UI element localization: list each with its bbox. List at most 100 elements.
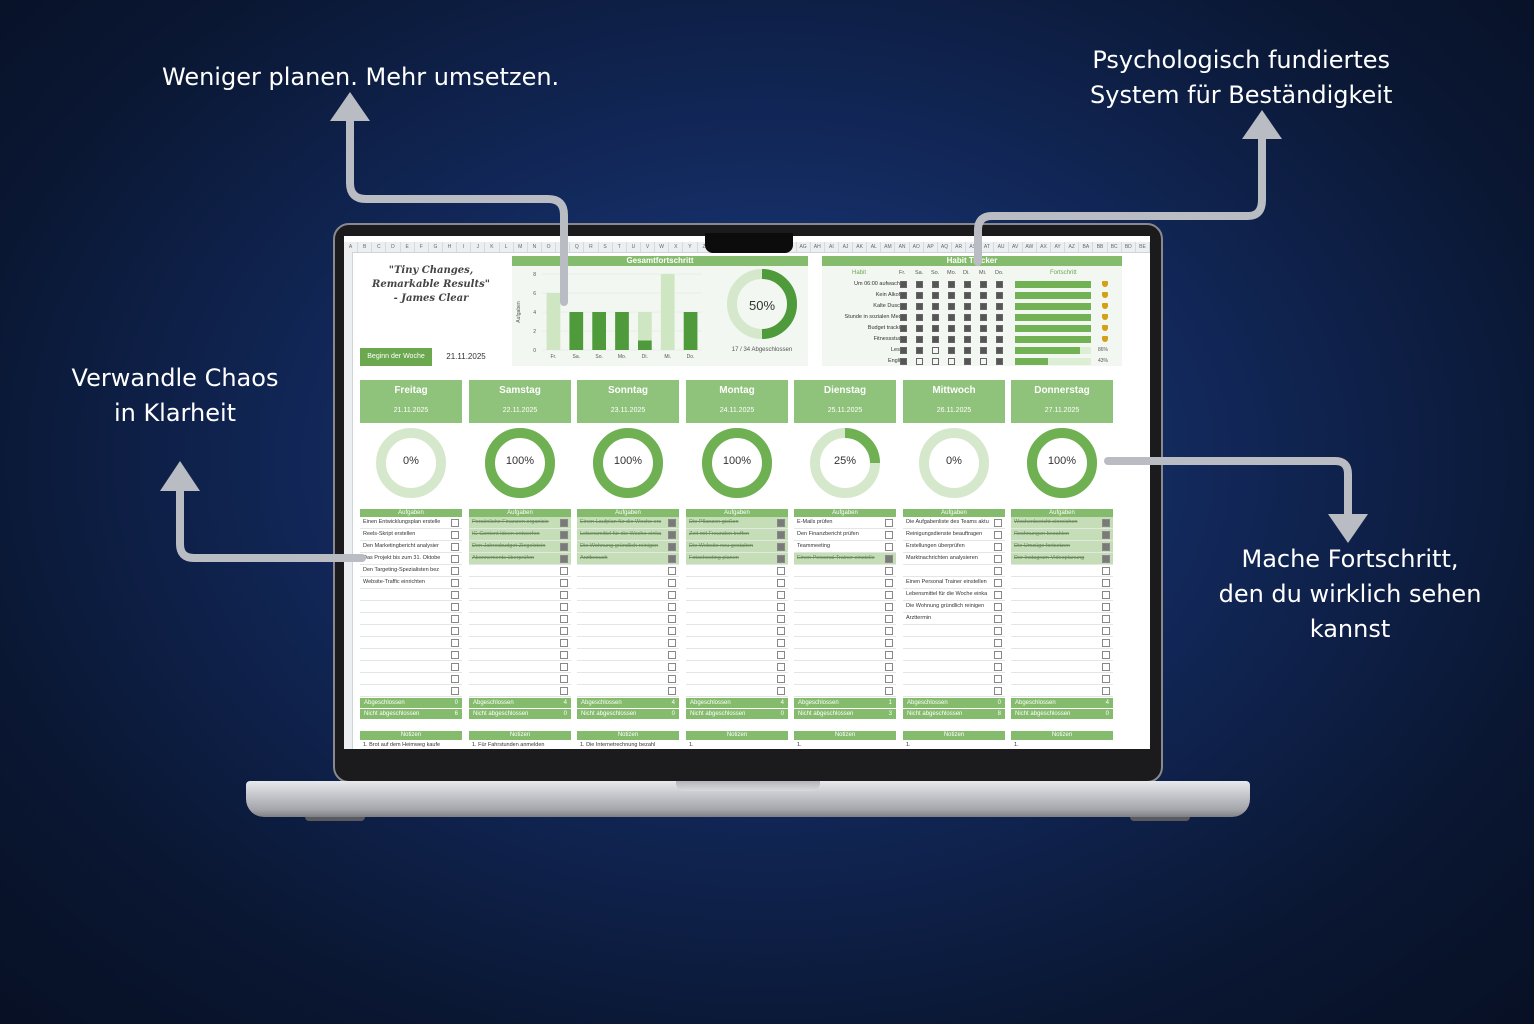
task-row[interactable]: Reinigungsdienste beauftragen <box>903 529 1005 541</box>
column-header[interactable]: O <box>542 242 557 252</box>
note-row[interactable]: 1. Für Fahrstunden anmelden <box>469 740 571 749</box>
column-header[interactable]: C <box>372 242 387 252</box>
task-checkbox[interactable] <box>777 555 785 563</box>
task-checkbox[interactable] <box>668 591 676 599</box>
task-row[interactable]: Zeit mit Freunden treffen <box>686 529 788 541</box>
task-checkbox[interactable] <box>994 639 1002 647</box>
habit-checkbox[interactable] <box>948 325 955 332</box>
task-row[interactable]: Die Wohnung gründlich reinigen <box>577 541 679 553</box>
column-header[interactable]: V <box>641 242 656 252</box>
task-row[interactable] <box>360 589 462 601</box>
task-row[interactable] <box>577 661 679 673</box>
task-row[interactable] <box>794 577 896 589</box>
task-checkbox[interactable] <box>668 531 676 539</box>
task-row[interactable]: Teammeeting <box>794 541 896 553</box>
task-checkbox[interactable] <box>451 639 459 647</box>
column-header[interactable]: A <box>344 242 359 252</box>
habit-checkbox[interactable] <box>964 336 971 343</box>
task-row[interactable] <box>1011 649 1113 661</box>
task-checkbox[interactable] <box>885 603 893 611</box>
task-row[interactable]: Die Website neu gestalten <box>686 541 788 553</box>
habit-checkbox[interactable] <box>996 303 1003 310</box>
task-row[interactable] <box>686 673 788 685</box>
task-row[interactable] <box>360 613 462 625</box>
task-checkbox[interactable] <box>1102 687 1110 695</box>
column-header[interactable]: BB <box>1093 242 1108 252</box>
habit-checkbox[interactable] <box>980 314 987 321</box>
task-row[interactable] <box>794 565 896 577</box>
task-checkbox[interactable] <box>885 651 893 659</box>
column-header[interactable]: AG <box>797 242 811 252</box>
habit-checkbox[interactable] <box>916 314 923 321</box>
task-checkbox[interactable] <box>994 615 1002 623</box>
habit-checkbox[interactable] <box>980 281 987 288</box>
task-checkbox[interactable] <box>994 603 1002 611</box>
task-checkbox[interactable] <box>668 519 676 527</box>
note-row[interactable]: 1. <box>686 740 788 749</box>
task-row[interactable]: Reels-Skript erstellen <box>360 529 462 541</box>
habit-checkbox[interactable] <box>916 303 923 310</box>
task-checkbox[interactable] <box>1102 591 1110 599</box>
task-row[interactable] <box>686 661 788 673</box>
habit-checkbox[interactable] <box>900 292 907 299</box>
column-header[interactable]: S <box>599 242 613 252</box>
task-row[interactable]: Rechnungen bezahlen <box>1011 529 1113 541</box>
habit-checkbox[interactable] <box>996 325 1003 332</box>
habit-checkbox[interactable] <box>916 358 923 365</box>
task-checkbox[interactable] <box>451 555 459 563</box>
task-checkbox[interactable] <box>668 687 676 695</box>
task-row[interactable] <box>686 685 788 697</box>
task-row[interactable] <box>469 649 571 661</box>
task-row[interactable] <box>686 565 788 577</box>
habit-checkbox[interactable] <box>916 347 923 354</box>
habit-checkbox[interactable] <box>932 336 939 343</box>
habit-checkbox[interactable] <box>948 347 955 354</box>
week-start-date[interactable]: 21.11.2025 <box>446 352 486 361</box>
task-checkbox[interactable] <box>777 651 785 659</box>
task-row[interactable]: Lebensmittel für die Woche einka <box>903 589 1005 601</box>
task-checkbox[interactable] <box>560 663 568 671</box>
task-row[interactable] <box>1011 637 1113 649</box>
task-checkbox[interactable] <box>777 675 785 683</box>
task-row[interactable] <box>577 637 679 649</box>
task-row[interactable]: Das Projekt bis zum 31. Oktobe <box>360 553 462 565</box>
task-row[interactable] <box>794 685 896 697</box>
task-row[interactable] <box>360 601 462 613</box>
task-checkbox[interactable] <box>777 663 785 671</box>
task-checkbox[interactable] <box>560 531 568 539</box>
task-checkbox[interactable] <box>451 663 459 671</box>
task-checkbox[interactable] <box>451 615 459 623</box>
task-checkbox[interactable] <box>777 615 785 623</box>
note-row[interactable]: 1. <box>1011 740 1113 749</box>
task-row[interactable] <box>794 601 896 613</box>
task-row[interactable] <box>577 685 679 697</box>
column-header[interactable]: AV <box>1009 242 1023 252</box>
habit-checkbox[interactable] <box>948 281 955 288</box>
task-row[interactable]: Persönliche Finanzen organisie <box>469 517 571 529</box>
task-checkbox[interactable] <box>777 627 785 635</box>
task-row[interactable] <box>577 649 679 661</box>
column-header[interactable]: AQ <box>938 242 953 252</box>
task-checkbox[interactable] <box>451 687 459 695</box>
task-row[interactable] <box>469 661 571 673</box>
task-row[interactable] <box>794 637 896 649</box>
task-checkbox[interactable] <box>560 543 568 551</box>
task-checkbox[interactable] <box>1102 639 1110 647</box>
task-checkbox[interactable] <box>1102 567 1110 575</box>
task-checkbox[interactable] <box>777 567 785 575</box>
task-checkbox[interactable] <box>777 519 785 527</box>
task-checkbox[interactable] <box>1102 651 1110 659</box>
task-row[interactable] <box>577 565 679 577</box>
habit-checkbox[interactable] <box>932 292 939 299</box>
column-header[interactable]: BA <box>1079 242 1094 252</box>
task-checkbox[interactable] <box>1102 555 1110 563</box>
task-checkbox[interactable] <box>560 567 568 575</box>
task-row[interactable] <box>903 565 1005 577</box>
column-header[interactable]: B <box>358 242 373 252</box>
column-header[interactable]: BD <box>1122 242 1136 252</box>
task-row[interactable] <box>1011 661 1113 673</box>
task-row[interactable] <box>903 637 1005 649</box>
habit-checkbox[interactable] <box>964 292 971 299</box>
task-row[interactable] <box>794 613 896 625</box>
task-row[interactable]: Die Aufgabenliste des Teams aktu <box>903 517 1005 529</box>
